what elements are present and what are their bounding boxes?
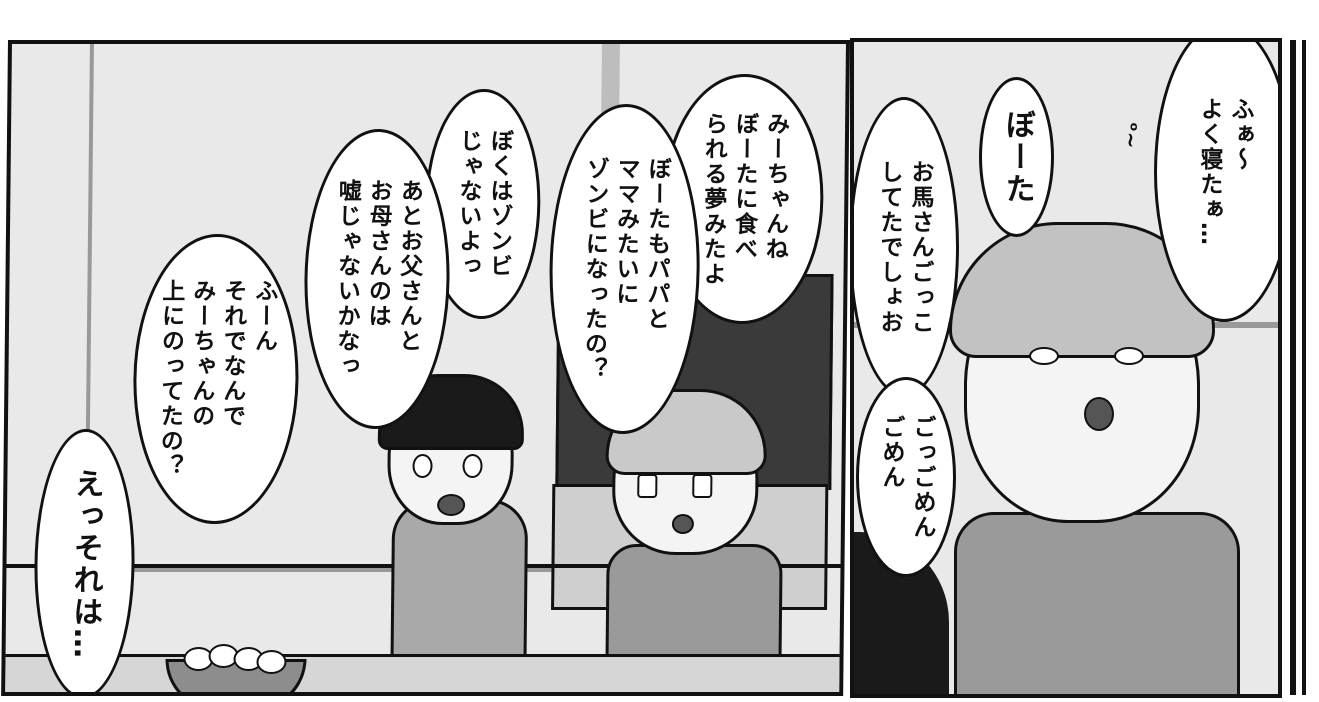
speech-bubble-gogomen: ごっごめん ごめん [856, 377, 956, 577]
right-panel: ふぁ〜 よく寝たぁ… ぼーた お馬さんごっこ してたでしょお ごっごめん ごめん… [850, 38, 1282, 698]
bubble-text: ふぁ〜 よく寝たぁ… [1196, 97, 1254, 247]
bubble-text: あとお父さんと お母さんのは 嘘じゃないかなっ [332, 179, 423, 379]
left-panel: みーちゃんね ぼーたに食べ られる夢みたよ ぼーたもパパと ママみたいに ゾンビ… [1, 40, 851, 696]
bubble-text: ぼーた [999, 109, 1035, 205]
speech-bubble-ouma: お馬さんごっこ してたでしょお [854, 97, 959, 397]
page-edge-line [1290, 40, 1296, 695]
bubble-text: ふーん それでなんで みーちゃんの 上にのってたの？ [155, 279, 278, 479]
bowl [164, 644, 307, 696]
small-sound-text: ᵒ~ [1119, 122, 1143, 149]
bubble-text: みーちゃんね ぼーたに食べ られる夢みたよ [698, 111, 789, 287]
bubble-text: えっそれは… [66, 468, 104, 660]
bubble-text: ぼくはゾンビ じゃないよっ [453, 129, 513, 279]
bubble-text: ぼーたもパパと ママみたいに ゾンビになったの？ [579, 156, 671, 382]
bubble-text: ごっごめん ごめん [878, 414, 936, 540]
bubble-text: お馬さんごっこ してたでしょお [876, 159, 934, 335]
speech-bubble-fua: ふぁ〜 よく寝たぁ… [1154, 42, 1278, 322]
page-edge-line [1302, 40, 1306, 695]
low-table [4, 654, 848, 696]
speech-bubble-bota: ぼーた [979, 77, 1054, 237]
